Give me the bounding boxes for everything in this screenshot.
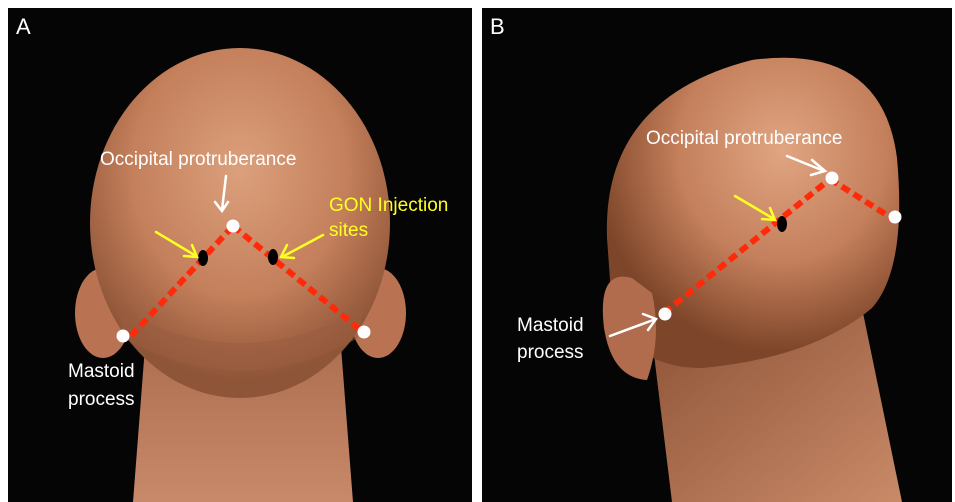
- panel-a: A Occipital protruberance GON Injection …: [8, 8, 472, 502]
- mastoid-label-line1: Mastoid: [517, 315, 584, 337]
- panel-b: B Occipital protruberance Mastoid proces…: [482, 8, 952, 502]
- right-end-dot: [889, 211, 902, 224]
- panel-letter: A: [16, 14, 31, 40]
- gon-label-line2: sites: [329, 220, 368, 242]
- mastoid-dot-left: [117, 330, 130, 343]
- occipital-label: Occipital protruberance: [100, 149, 296, 171]
- occipital-dot: [826, 172, 839, 185]
- head-back-view-figure: [8, 8, 472, 502]
- gon-label-line1: GON Injection: [329, 195, 448, 217]
- occipital-label: Occipital protruberance: [646, 128, 842, 150]
- injection-site-left: [198, 250, 208, 266]
- injection-site-right: [268, 249, 278, 265]
- occipital-dot: [227, 220, 240, 233]
- mastoid-label-line2: process: [68, 389, 135, 411]
- head-oblique-view-figure: [482, 8, 952, 502]
- mastoid-label-line1: Mastoid: [68, 361, 135, 383]
- injection-site: [777, 216, 787, 232]
- mastoid-label-line2: process: [517, 342, 584, 364]
- mastoid-dot-right: [358, 326, 371, 339]
- panel-letter: B: [490, 14, 505, 40]
- mastoid-dot: [659, 308, 672, 321]
